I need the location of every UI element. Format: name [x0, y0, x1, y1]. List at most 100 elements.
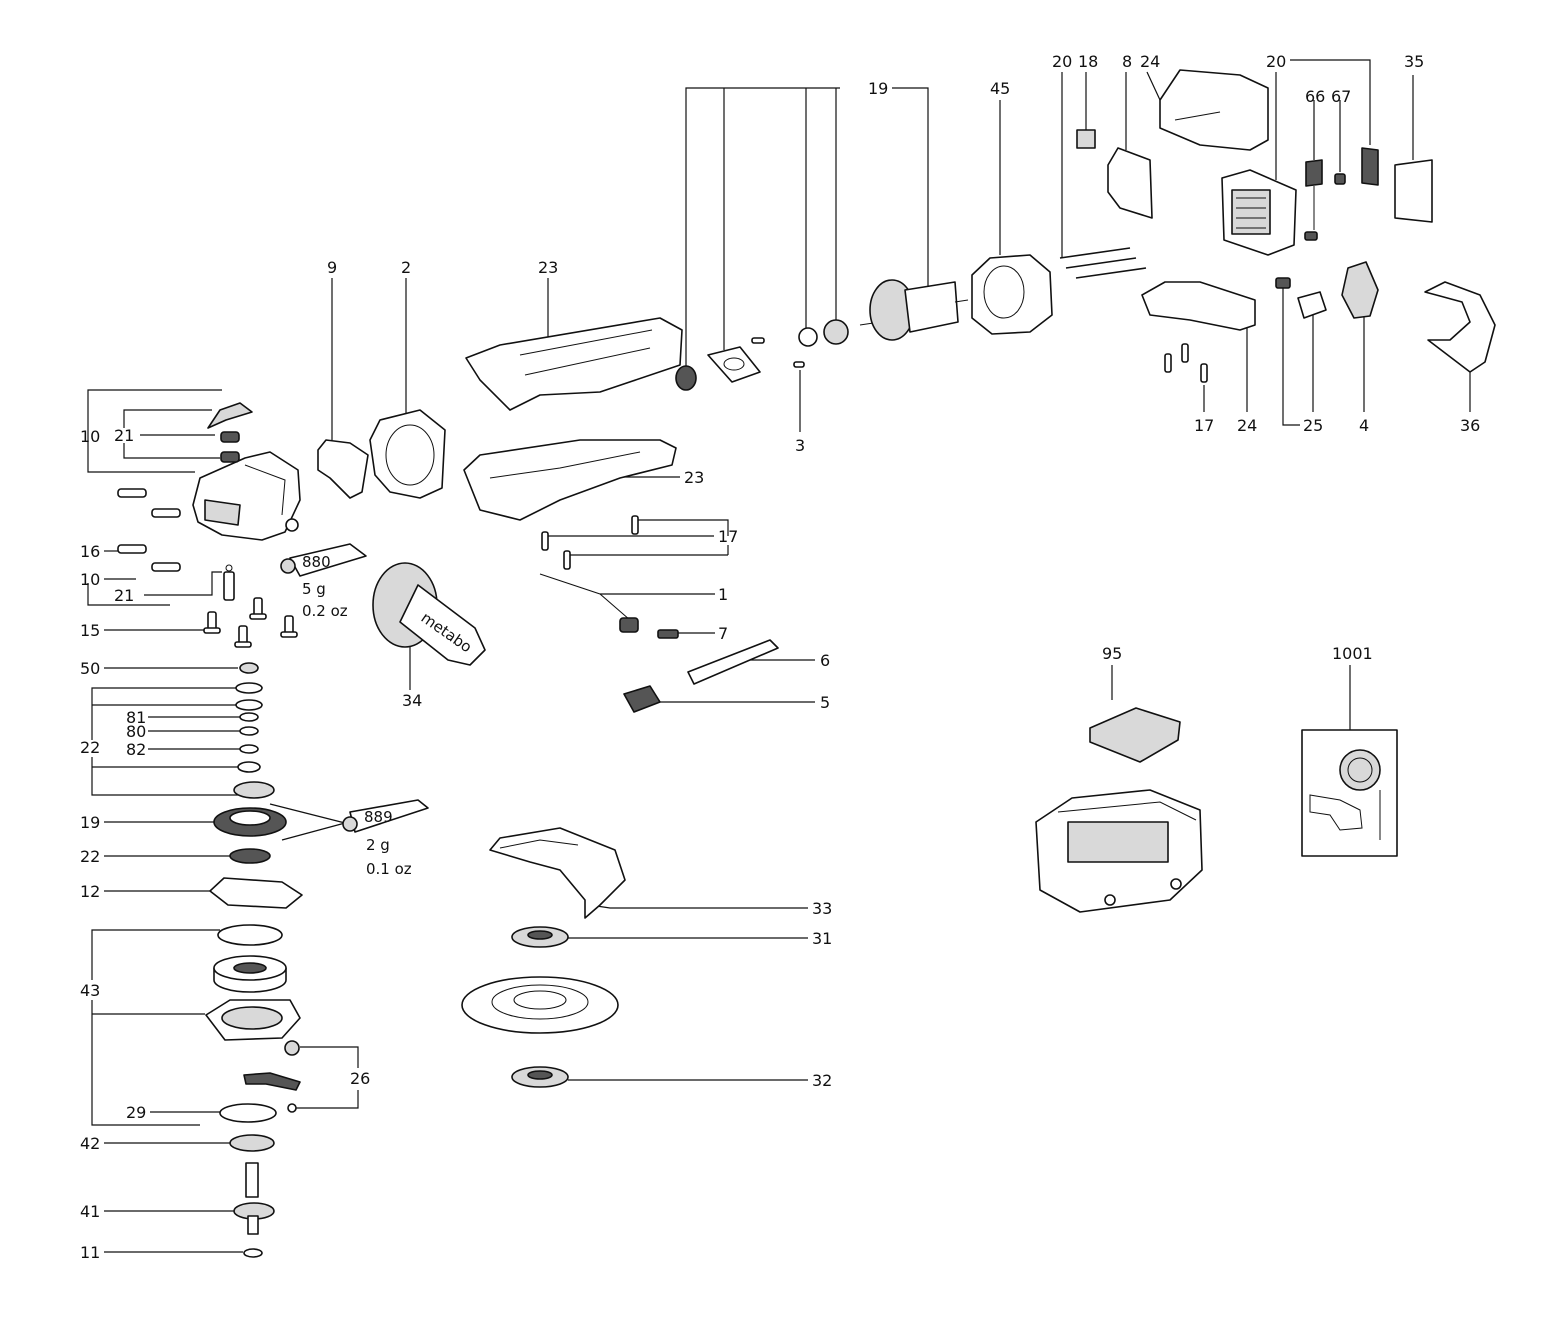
label-10-lower: 10 — [80, 570, 100, 589]
label-34: 34 — [402, 691, 422, 710]
rotor — [859, 279, 969, 341]
label-10-top: 10 — [80, 427, 100, 446]
clamp-nut-32 — [511, 1066, 569, 1088]
frame-8 — [1107, 147, 1153, 219]
label-20-right: 20 — [1266, 52, 1286, 71]
washer-22 — [229, 848, 271, 864]
label-16: 16 — [80, 542, 100, 561]
aux-handle-34: metabo — [372, 562, 486, 666]
label-35: 35 — [1404, 52, 1424, 71]
label-22-lower: 22 — [80, 847, 100, 866]
label-23-top: 23 — [538, 258, 558, 277]
battery-pack — [1035, 789, 1203, 913]
spring-7 — [657, 629, 679, 639]
label-4: 4 — [1359, 416, 1369, 435]
latch-4 — [1341, 261, 1379, 319]
grease-tube-889 — [342, 799, 429, 833]
screws-17 — [541, 515, 639, 570]
label-3: 3 — [795, 436, 805, 455]
grease-880-weight-oz: 0.2 oz — [302, 602, 348, 620]
label-29: 29 — [126, 1103, 146, 1122]
screws-16 — [117, 488, 181, 572]
circlip-11 — [243, 1248, 263, 1258]
label-12: 12 — [80, 882, 100, 901]
label-18 — [1076, 129, 1096, 149]
flange-31 — [511, 926, 569, 948]
label-25: 25 — [1303, 416, 1323, 435]
rear-cap-bottom-24 — [1141, 281, 1256, 331]
label-17-right: 17 — [1194, 416, 1214, 435]
spindle-41 — [233, 1162, 275, 1235]
label-1001: 1001 — [1332, 644, 1373, 663]
lock-parts-26 — [243, 1040, 301, 1113]
label-42: 42 — [80, 1134, 100, 1153]
latch-bow-36 — [1424, 281, 1496, 373]
label-19-top: 19 — [868, 79, 888, 98]
washer-stack — [233, 662, 275, 799]
label-82: 82 — [126, 740, 146, 759]
label-5: 5 — [820, 693, 830, 712]
wheel-guard-33 — [489, 827, 626, 919]
label-67: 67 — [1331, 87, 1351, 106]
rear-cap-top-24 — [1159, 69, 1269, 151]
label-18: 18 — [1078, 52, 1098, 71]
screws-15 — [203, 597, 298, 648]
label-11: 11 — [80, 1243, 100, 1262]
ring-29 — [219, 1103, 277, 1123]
grinding-disc — [461, 976, 619, 1034]
grease-889-code: 889 — [364, 808, 393, 826]
label-15: 15 — [80, 621, 100, 640]
label-21-top: 21 — [114, 426, 134, 445]
label-19-lower: 19 — [80, 813, 100, 832]
label-21-lower: 21 — [114, 586, 134, 605]
label-45: 45 — [990, 79, 1010, 98]
cable-1 — [539, 573, 639, 633]
label-81: 81 — [126, 708, 146, 727]
bevel-gear-19 — [213, 807, 287, 837]
electronics-module — [1221, 169, 1297, 256]
label-23-bottom: 23 — [684, 468, 704, 487]
motor-housing-bottom-23 — [463, 439, 677, 521]
lock-pin-21 — [223, 564, 235, 601]
label-95: 95 — [1102, 644, 1122, 663]
gasket-12 — [209, 877, 303, 909]
data-plate-1001 — [1301, 729, 1398, 857]
label-33: 33 — [812, 899, 832, 918]
bearing — [213, 955, 287, 993]
label-6: 6 — [820, 651, 830, 670]
spring-holder-25 — [1275, 277, 1327, 319]
label-24-top: 24 — [1140, 52, 1160, 71]
label-8: 8 — [1122, 52, 1132, 71]
label-35 — [1394, 159, 1433, 223]
label-22-upper: 22 — [80, 738, 100, 757]
label-36: 36 — [1460, 416, 1480, 435]
grease-tube-880 — [280, 543, 367, 577]
label-50: 50 — [80, 659, 100, 678]
label-9: 9 — [327, 258, 337, 277]
parts: metabo — [117, 69, 1496, 1258]
contacts-66-67 — [1304, 147, 1379, 241]
switch-button-5 — [623, 685, 661, 713]
label-2: 2 — [401, 258, 411, 277]
grease-889-weight-g: 2 g — [366, 836, 390, 854]
battery-cover-95 — [1089, 707, 1181, 763]
label-66: 66 — [1305, 87, 1325, 106]
grease-889-weight-oz: 0.1 oz — [366, 860, 412, 878]
bearing-flange — [205, 999, 301, 1041]
armature-parts-19 — [675, 319, 849, 391]
o-ring-43 — [217, 924, 283, 946]
label-43: 43 — [80, 981, 100, 1000]
label-32: 32 — [812, 1071, 832, 1090]
switch-slider-6 — [687, 639, 779, 685]
fan-guide-2 — [369, 409, 446, 499]
screws-17-right — [1164, 343, 1208, 383]
label-20-top: 20 — [1052, 52, 1072, 71]
grease-880-weight-g: 5 g — [302, 580, 326, 598]
label-24-bottom: 24 — [1237, 416, 1257, 435]
label-26: 26 — [350, 1069, 370, 1088]
label-80: 80 — [126, 722, 146, 741]
bearing-plate-9 — [317, 439, 369, 499]
grease-880-code: 880 — [302, 553, 331, 571]
label-41: 41 — [80, 1202, 100, 1221]
